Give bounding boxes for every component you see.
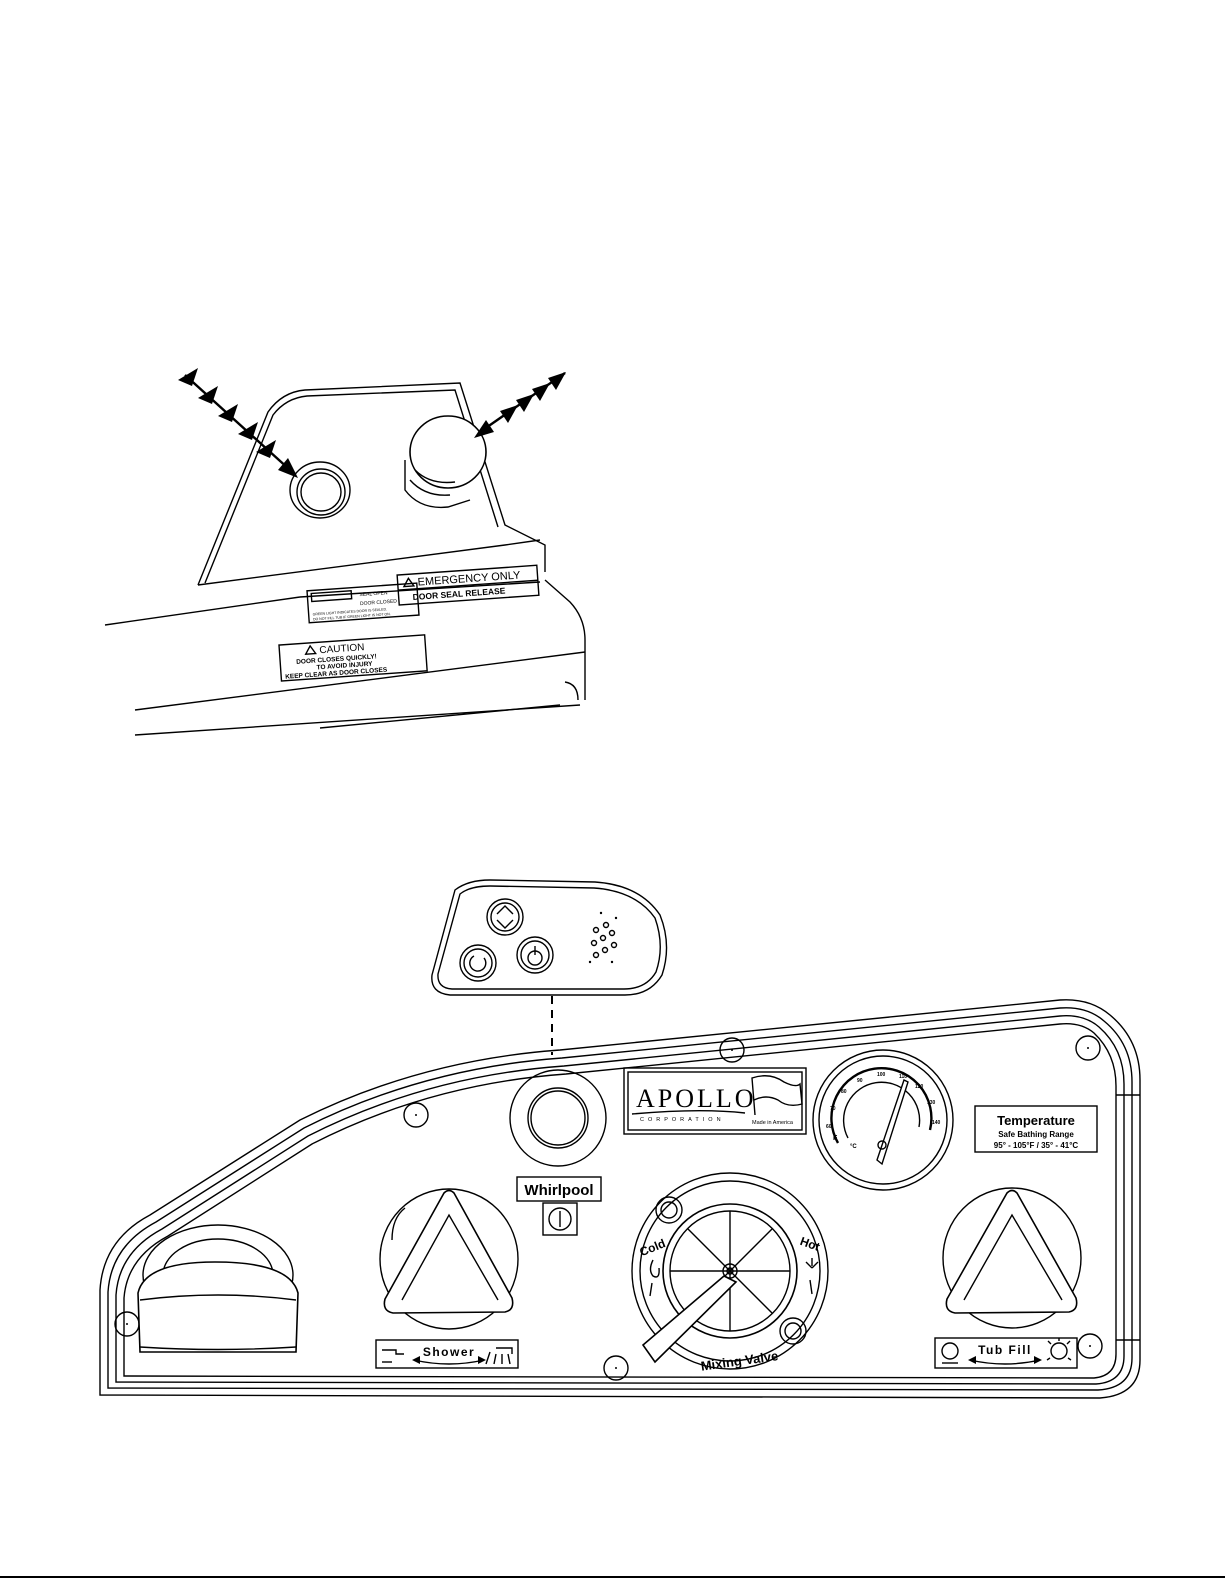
mixing-valve[interactable]: Cold Hot Mixing Valve: [631, 1172, 829, 1374]
whirlpool-text: Whirlpool: [524, 1182, 593, 1199]
emergency-release-button[interactable]: [404, 415, 487, 509]
pointer-arrows-left: [178, 368, 298, 478]
mixing-valve-text: Mixing Valve: [700, 1348, 779, 1374]
drain-control-knob[interactable]: [137, 1224, 299, 1353]
caution-title-text: CAUTION: [319, 642, 365, 656]
whirlpool-remote-keypad: [431, 879, 668, 996]
hot-text: Hot: [798, 1234, 822, 1254]
brand-text: APOLLO: [636, 1084, 757, 1113]
whirlpool-label: Whirlpool: [516, 1176, 602, 1202]
door-control-housing: [104, 382, 586, 736]
shower-diverter-knob[interactable]: [379, 1188, 519, 1330]
seal-status-label: SEAL OPEN DOOR CLOSED GREEN LIGHT INDICA…: [306, 582, 420, 624]
door-seal-indicator-button[interactable]: [289, 461, 351, 519]
panel-screws: [114, 1035, 1103, 1381]
gauge-mark-100: 100: [877, 1072, 886, 1078]
tub-fill-knob[interactable]: [942, 1187, 1082, 1329]
temperature-gauge: F °C 60 70 80 90 100 110 120 130 140: [812, 1049, 954, 1191]
gauge-mark-110: 110: [899, 1074, 907, 1080]
gauge-mark-140: 140: [932, 1120, 941, 1126]
temperature-range: 95° - 105°F / 35° - 41°C: [994, 1141, 1079, 1150]
gauge-mark-60: 60: [826, 1124, 832, 1130]
seal-fine-text-1: GREEN LIGHT INDICATES DOOR IS SEALED.: [313, 607, 388, 616]
keypad-indicator-lights: [588, 911, 618, 964]
page-bottom-rule: [0, 1576, 1225, 1578]
temperature-info-plate: Temperature Safe Bathing Range 95° - 105…: [974, 1105, 1098, 1153]
gauge-mark-120: 120: [915, 1084, 924, 1090]
keypad-cycle-button[interactable]: [459, 944, 497, 982]
gauge-mark-130: 130: [927, 1100, 936, 1106]
keypad-speed-button[interactable]: [486, 898, 524, 936]
door-closed-text: DOOR CLOSED: [360, 599, 398, 608]
seal-open-text: SEAL OPEN: [359, 590, 388, 598]
gauge-mark-90: 90: [857, 1078, 863, 1084]
made-in-text: Made in America: [752, 1120, 794, 1126]
caution-label: CAUTION DOOR CLOSES QUICKLY! TO AVOID IN…: [278, 634, 428, 682]
shower-label: Shower: [375, 1339, 519, 1369]
temperature-sub: Safe Bathing Range: [998, 1130, 1074, 1139]
tub-fill-label: Tub Fill: [934, 1337, 1078, 1369]
gauge-mark-70: 70: [830, 1106, 836, 1112]
seal-fine-text-2: DO NOT FILL TUB IF GREEN LIGHT IS NOT ON…: [313, 612, 391, 621]
keypad-power-button[interactable]: [516, 936, 554, 974]
gauge-f-label: F: [833, 1135, 838, 1142]
tub-fill-text: Tub Fill: [978, 1343, 1032, 1357]
brand-sub-text: CORPORATION: [640, 1117, 725, 1123]
control-panel-outline: [99, 999, 1141, 1399]
whirlpool-air-button[interactable]: [509, 1069, 607, 1167]
apollo-logo-plate: APOLLO CORPORATION Made in America: [623, 1067, 807, 1135]
gauge-mark-80: 80: [841, 1089, 847, 1095]
whirlpool-power-switch[interactable]: [542, 1202, 578, 1236]
cold-text: Cold: [638, 1236, 668, 1259]
emergency-only-label: EMERGENCY ONLY DOOR SEAL RELEASE: [396, 564, 540, 606]
shower-text: Shower: [423, 1345, 475, 1359]
temperature-title: Temperature: [997, 1113, 1075, 1128]
gauge-c-label: °C: [850, 1144, 857, 1150]
caution-line-2: TO AVOID INJURY: [316, 661, 373, 672]
pointer-arrows-right: [474, 372, 566, 438]
